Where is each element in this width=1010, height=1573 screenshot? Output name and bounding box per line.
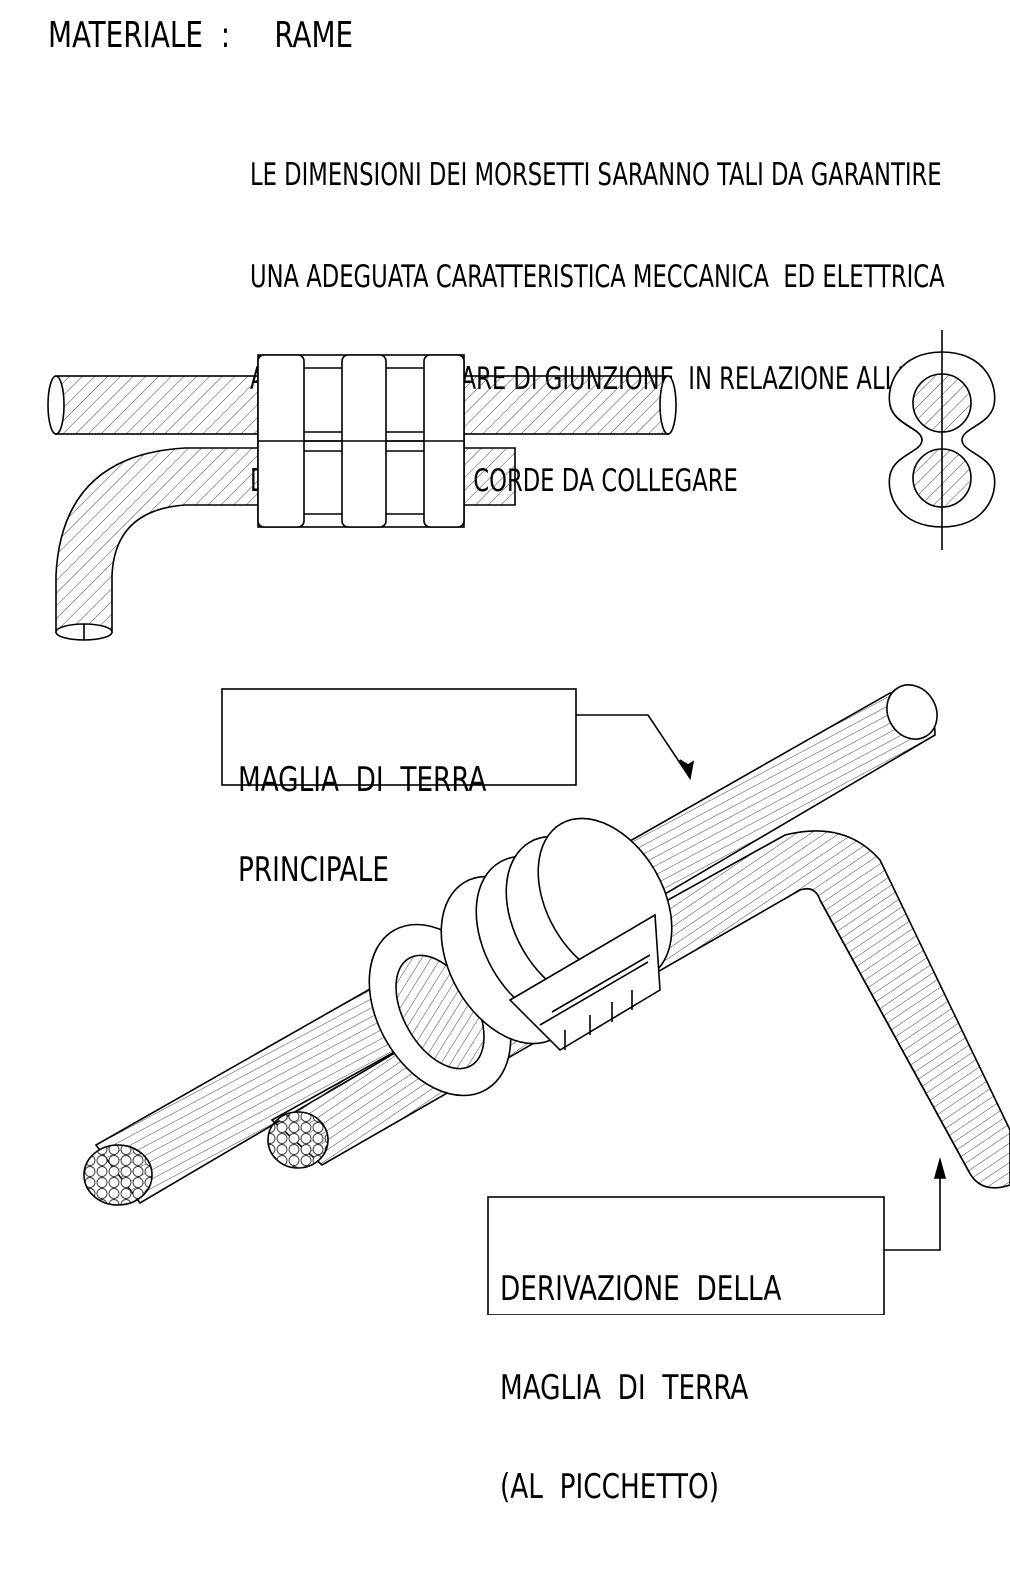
material-spec: MATERIALE : RAME	[48, 14, 353, 58]
callout-branch	[487, 1157, 947, 1315]
label-line: (AL PICCHETTO)	[500, 1467, 719, 1507]
material-separator: :	[220, 15, 231, 56]
drawing-sheet: MATERIALE : RAME LE DIMENSIONI DEI MORSE…	[47, 14, 1010, 1504]
note-line: LE DIMENSIONI DEI MORSETTI SARANNO TALI …	[250, 157, 942, 193]
label-line: MAGLIA DI TERRA	[500, 1368, 749, 1408]
isometric-view	[83, 684, 1010, 1206]
material-value: RAME	[274, 15, 354, 56]
note-line: UNA ADEGUATA CARATTERISTICA MECCANICA ED…	[250, 259, 945, 295]
technical-drawing	[47, 330, 1010, 1315]
callout-main-mesh	[221, 688, 695, 786]
label-main-mesh: MAGLIA DI TERRA PRINCIPALE	[238, 705, 486, 945]
material-label: MATERIALE	[48, 15, 204, 56]
label-branch: DERIVAZIONE DELLA MAGLIA DI TERRA (AL PI…	[500, 1207, 781, 1570]
section-view	[888, 330, 996, 550]
label-line: DERIVAZIONE DELLA	[500, 1269, 782, 1309]
side-view	[47, 354, 677, 641]
label-line: PRINCIPALE	[238, 850, 389, 890]
label-line: MAGLIA DI TERRA	[238, 760, 487, 800]
